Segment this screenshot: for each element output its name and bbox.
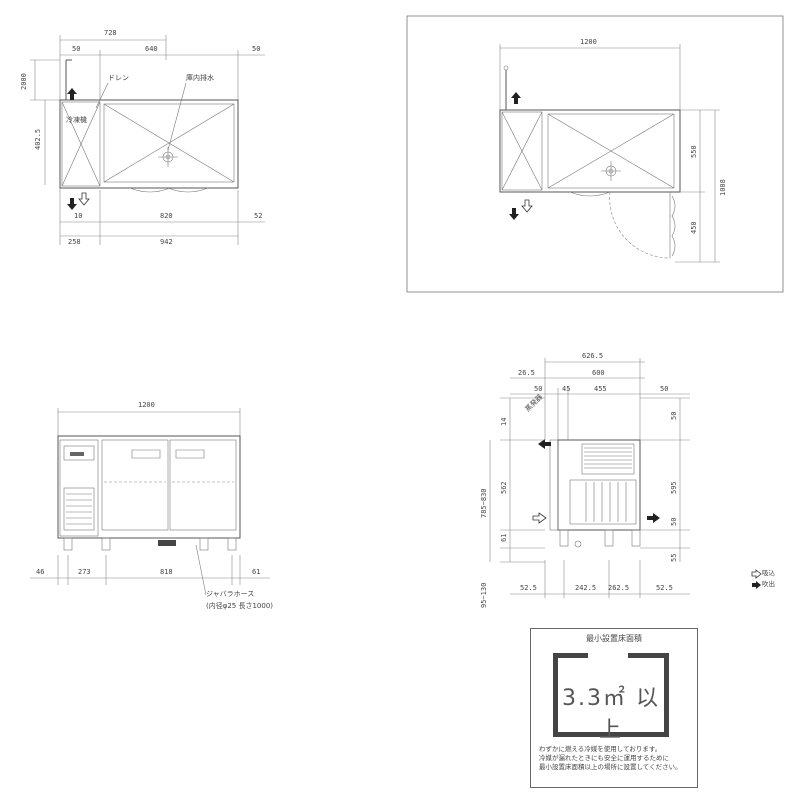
dim-50a: 50 [534, 385, 542, 393]
exhaust-arrow-icon [511, 92, 521, 104]
dim-785: 785~830 [480, 488, 488, 518]
dim-600: 600 [592, 369, 605, 377]
notice-title: 最小設置床面積 [586, 634, 642, 643]
legend-exhaust: 吹出 [762, 580, 775, 588]
dim-942: 942 [160, 238, 173, 246]
drain-outlet [158, 540, 176, 546]
label-internal-drain: 庫内排水 [186, 73, 214, 82]
dim-626: 626.5 [582, 352, 603, 360]
dim-640: 640 [145, 45, 158, 53]
dim-262: 262.5 [608, 584, 629, 592]
plan-view: 1200 550 450 1008 [406, 15, 784, 293]
dim-818: 818 [160, 568, 173, 576]
plan-frame [406, 15, 784, 293]
dim-52: 52 [254, 212, 262, 220]
side-view: 626.5 26.5 600 50 45 455 50 蒸発器 [480, 352, 690, 608]
dim-242: 242.5 [575, 584, 596, 592]
top-view: 728 50 640 50 2000 402.5 ドレン [20, 29, 265, 246]
vent-grille [66, 493, 92, 525]
dim-61: 61 [252, 568, 260, 576]
dim-2000: 2000 [20, 73, 28, 90]
dim-258: 258 [68, 238, 81, 246]
dim-14: 14 [500, 418, 508, 426]
dim-10: 10 [74, 212, 82, 220]
exhaust-arrow-icon [538, 439, 551, 449]
intake-arrow-icon [521, 199, 533, 213]
notice-value: 3.3㎡ 以上 [562, 686, 660, 743]
legend-intake: 吸込 [762, 569, 775, 577]
dim-50-right: 50 [252, 45, 260, 53]
intake-arrow-icon [751, 569, 762, 579]
dim-50c: 50 [670, 412, 678, 420]
exhaust-arrow-icon [647, 513, 660, 523]
label-hose: ジャバラホース [206, 590, 254, 598]
dim-728: 728 [104, 29, 117, 37]
display-panel [70, 452, 84, 456]
exhaust-arrow-icon [67, 88, 77, 100]
label-freezer: 冷凍機 [66, 115, 87, 124]
dim-820: 820 [160, 212, 173, 220]
exhaust-arrow-icon [752, 581, 761, 589]
dim-1200-plan: 1200 [580, 38, 597, 46]
dim-455: 455 [594, 385, 607, 393]
dim-61-side: 61 [500, 534, 508, 542]
dim-595: 595 [670, 481, 678, 494]
front-view: 1200 46 273 [30, 401, 273, 610]
dim-45: 45 [562, 385, 570, 393]
intake-arrow-icon [532, 512, 547, 524]
airflow-legend: 吸込 吹出 [762, 568, 775, 590]
dim-450: 450 [690, 221, 698, 234]
dim-46: 46 [36, 568, 44, 576]
min-floor-area-notice: 最小設置床面積 3.3㎡ 以上 わずかに燃える冷媒を使用しております。 冷媒が漏… [530, 628, 698, 788]
dim-50-left: 50 [72, 45, 80, 53]
dim-550: 550 [690, 145, 698, 158]
dim-50b: 50 [660, 385, 668, 393]
dim-26: 26.5 [518, 369, 535, 377]
dim-50d: 50 [670, 518, 678, 526]
label-evaporator: 蒸発器 [523, 392, 544, 413]
notice-text: わずかに燃える冷媒を使用しております。 冷媒が漏れたときにも安全に運用するために… [539, 745, 682, 771]
dim-95: 95~130 [480, 583, 488, 608]
exhaust-arrow-icon [67, 198, 77, 210]
dim-55: 55 [670, 554, 678, 562]
dim-1200-front: 1200 [138, 401, 155, 409]
dim-562: 562 [500, 481, 508, 494]
floor-area-frame: 3.3㎡ 以上 [553, 652, 669, 743]
dim-273: 273 [78, 568, 91, 576]
side-grille [569, 447, 637, 525]
dim-52b: 52.5 [656, 584, 673, 592]
label-drain: ドレン [108, 74, 129, 82]
intake-arrow-icon [78, 192, 90, 206]
exhaust-arrow-icon [509, 208, 519, 220]
dim-52a: 52.5 [520, 584, 537, 592]
dim-1008: 1008 [719, 179, 727, 196]
label-hose-spec: (内径φ25 長さ1000) [206, 601, 273, 610]
dim-402: 402.5 [34, 129, 42, 150]
